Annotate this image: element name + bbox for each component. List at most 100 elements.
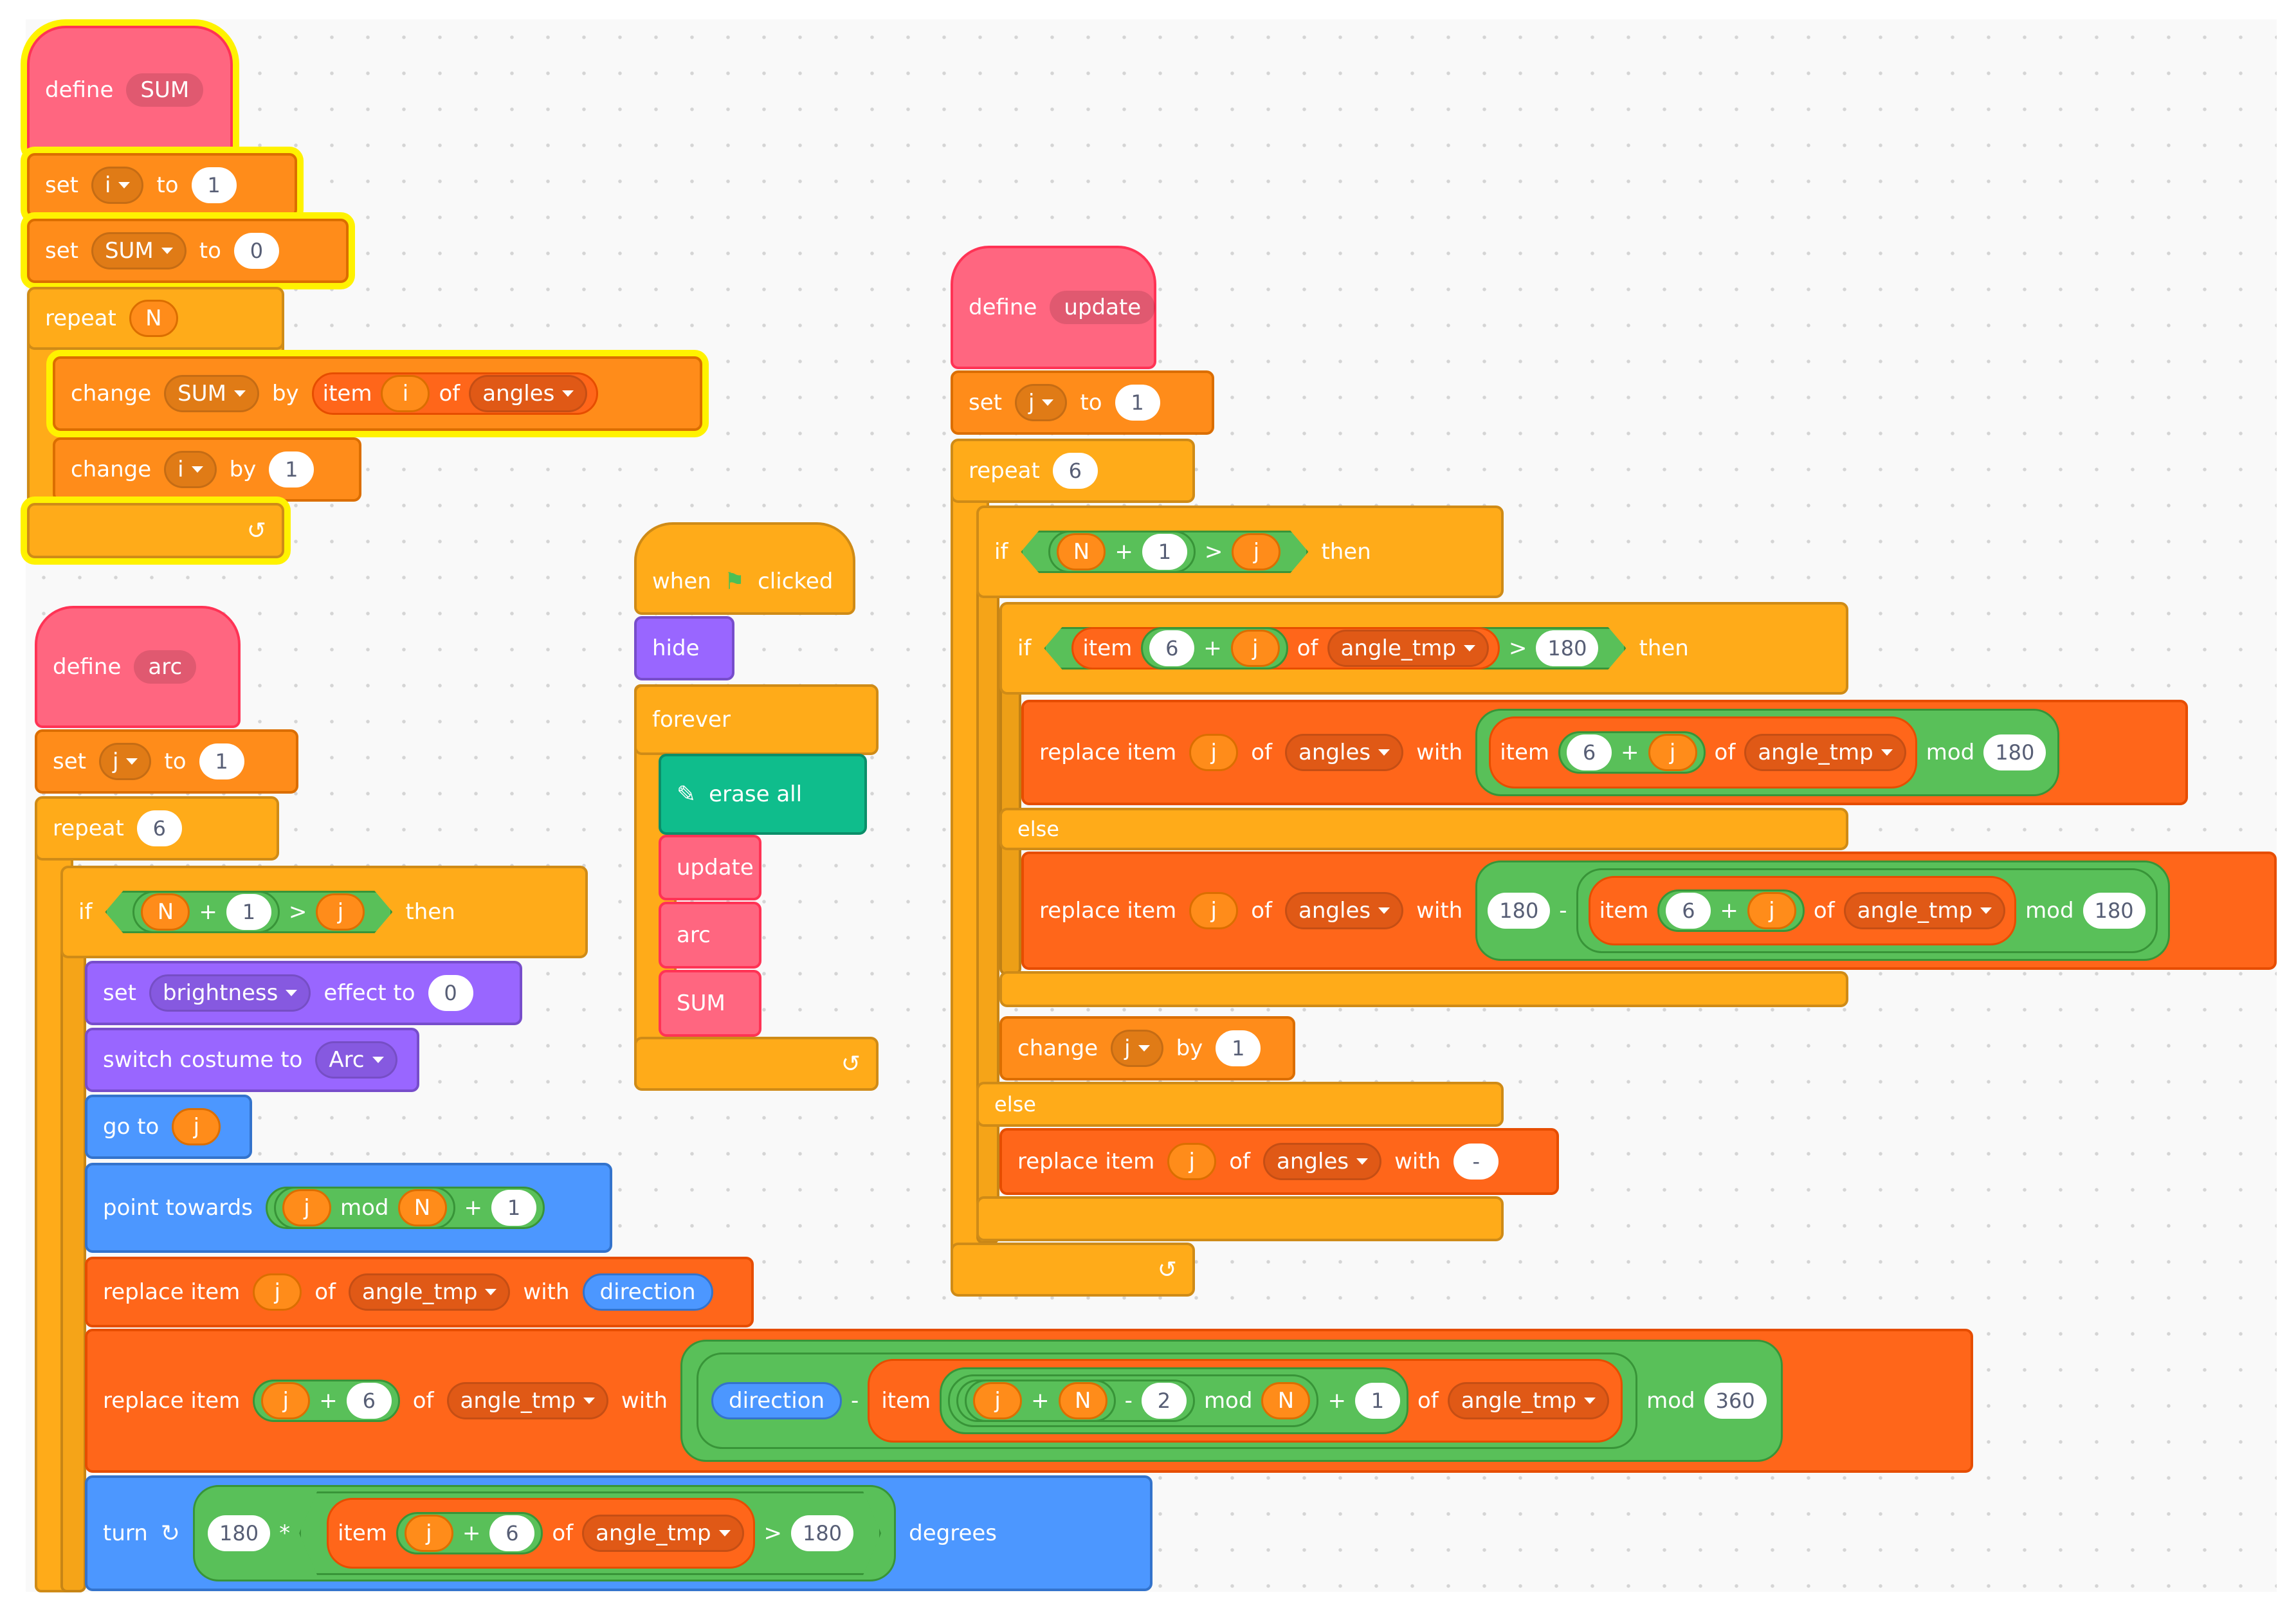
add-operator[interactable]: j + N - 2 mod N + 1 — [940, 1367, 1408, 1434]
number-input-1[interactable]: 1 — [1142, 534, 1187, 570]
item-of-angle-tmp-reporter[interactable]: item j + N - 2 mod N — [868, 1359, 1623, 1443]
forever-block[interactable]: forever — [634, 684, 879, 755]
item-of-angle-tmp-reporter[interactable]: item 6 + j of angle_tmp — [1489, 716, 1917, 788]
number-input-1[interactable]: 1 — [199, 743, 244, 779]
reporter-n[interactable]: N — [1261, 1382, 1311, 1419]
number-input-1[interactable]: 1 — [269, 451, 314, 488]
subtract-operator[interactable]: direction - item j + N - 2 — [697, 1353, 1638, 1449]
number-input-180[interactable]: 180 — [2082, 893, 2146, 929]
item-of-angle-tmp-reporter[interactable]: item j + 6 of angle_tmp — [327, 1498, 754, 1569]
list-dropdown-angle-tmp[interactable]: angle_tmp — [446, 1382, 608, 1419]
number-input-6[interactable]: 6 — [489, 1515, 534, 1551]
number-input-6[interactable]: 6 — [1567, 734, 1612, 770]
number-input-1[interactable]: 1 — [191, 167, 237, 203]
list-dropdown-angle-tmp[interactable]: angle_tmp — [1447, 1382, 1610, 1419]
list-dropdown-angles[interactable]: angles — [1263, 1143, 1382, 1180]
number-input-180[interactable]: 180 — [1488, 893, 1551, 929]
when-flag-clicked-block[interactable]: when ⚑ clicked — [634, 522, 855, 615]
number-input-1[interactable]: 1 — [1216, 1030, 1261, 1066]
if-block[interactable]: if N + 1 > j then — [60, 866, 588, 958]
turn-block[interactable]: turn ↻ 180 * item j + 6 of angle_tmp > 1… — [85, 1475, 1153, 1591]
replace-item-empty-block[interactable]: replace item j of angles with - — [999, 1128, 1559, 1195]
replace-item-complex-block[interactable]: replace item j + 6 of angle_tmp with dir… — [85, 1329, 1973, 1473]
number-input-180[interactable]: 180 — [791, 1515, 853, 1551]
number-input-6[interactable]: 6 — [1052, 453, 1098, 489]
mod-operator[interactable]: direction - item j + N - 2 — [680, 1340, 1783, 1462]
replace-item-mod-block[interactable]: replace item j of angles with item 6 + j… — [1021, 700, 2188, 805]
mod-operator[interactable]: j + N - 2 mod N — [948, 1374, 1319, 1427]
replace-item-direction-block[interactable]: replace item j of angle_tmp with directi… — [85, 1257, 754, 1327]
reporter-j[interactable]: j — [172, 1108, 221, 1145]
number-input-6[interactable]: 6 — [136, 810, 182, 846]
reporter-n[interactable]: N — [1057, 533, 1106, 570]
reporter-j[interactable]: j — [1747, 892, 1796, 929]
number-input-360[interactable]: 360 — [1704, 1383, 1767, 1419]
number-input-1[interactable]: 1 — [1354, 1383, 1400, 1419]
add-operator[interactable]: N + 1 — [132, 891, 280, 933]
repeat-n-block[interactable]: repeat N — [27, 287, 284, 350]
number-input-0[interactable]: 0 — [233, 233, 279, 269]
set-effect-block[interactable]: set brightness effect to 0 — [85, 961, 522, 1025]
reporter-j[interactable]: j — [1232, 533, 1280, 570]
var-dropdown-i[interactable]: i — [164, 451, 217, 488]
multiply-operator[interactable]: 180 * item j + 6 of angle_tmp > 180 — [192, 1485, 897, 1581]
repeat-6-block[interactable]: repeat 6 — [35, 796, 279, 861]
subtract-operator[interactable]: j + N - 2 — [956, 1380, 1195, 1422]
effect-dropdown[interactable]: brightness — [149, 974, 311, 1012]
greater-than-operator[interactable]: item j + 6 of angle_tmp > 180 — [299, 1491, 881, 1575]
number-input-180[interactable]: 180 — [1536, 630, 1598, 666]
add-operator[interactable]: j + 6 — [396, 1512, 543, 1554]
list-dropdown-angles[interactable]: angles — [469, 375, 588, 412]
add-operator[interactable]: j mod N + 1 — [265, 1187, 545, 1229]
reporter-j[interactable]: j — [282, 1189, 331, 1226]
call-arc-block[interactable]: arc — [659, 902, 761, 969]
text-input-dash[interactable]: - — [1453, 1144, 1499, 1180]
add-operator[interactable]: j + N — [965, 1380, 1116, 1422]
reporter-j[interactable]: j — [405, 1515, 453, 1552]
if-item-gt-180-block[interactable]: if item 6 + j of angle_tmp > 180 then — [999, 602, 1848, 695]
direction-reporter[interactable]: direction — [711, 1382, 843, 1419]
erase-all-block[interactable]: ✎ erase all — [659, 754, 867, 835]
set-j-block[interactable]: set j to 1 — [951, 370, 1214, 435]
list-dropdown-angle-tmp[interactable]: angle_tmp — [1327, 630, 1489, 667]
reporter-n[interactable]: N — [141, 893, 190, 931]
number-input-180[interactable]: 180 — [207, 1515, 271, 1551]
number-input-6[interactable]: 6 — [346, 1383, 392, 1419]
set-j-block[interactable]: set j to 1 — [35, 729, 298, 794]
call-sum-block[interactable]: SUM — [659, 970, 761, 1037]
point-towards-block[interactable]: point towards j mod N + 1 — [85, 1163, 612, 1253]
hide-block[interactable]: hide — [634, 616, 734, 680]
reporter-j[interactable]: j — [1648, 734, 1697, 771]
mod-operator[interactable]: item 6 + j of angle_tmp mod 180 — [1475, 709, 2060, 796]
reporter-j[interactable]: j — [1167, 1143, 1217, 1180]
list-dropdown-angles[interactable]: angles — [1285, 734, 1404, 771]
var-dropdown-sum[interactable]: SUM — [91, 232, 187, 269]
number-input-6[interactable]: 6 — [1666, 893, 1711, 929]
go-to-block[interactable]: go to j — [85, 1095, 252, 1159]
call-update-block[interactable]: update — [659, 835, 761, 900]
var-dropdown-sum[interactable]: SUM — [164, 375, 259, 412]
change-sum-block[interactable]: change SUM by item i of angles — [53, 356, 702, 431]
item-of-angle-tmp-reporter[interactable]: item 6 + j of angle_tmp — [1071, 627, 1499, 670]
mod-operator[interactable]: j mod N — [273, 1187, 455, 1229]
add-operator[interactable]: 6 + j — [1657, 889, 1805, 932]
change-i-block[interactable]: change i by 1 — [53, 437, 361, 502]
list-dropdown-angles[interactable]: angles — [1285, 892, 1404, 929]
number-input-1[interactable]: 1 — [491, 1190, 536, 1226]
var-dropdown-j[interactable]: j — [98, 743, 152, 780]
number-input-6[interactable]: 6 — [1149, 630, 1194, 666]
define-sum-block[interactable]: define SUM — [27, 26, 233, 154]
set-sum-block[interactable]: set SUM to 0 — [27, 219, 349, 283]
greater-than-operator[interactable]: item 6 + j of angle_tmp > 180 — [1044, 627, 1626, 670]
var-dropdown-i[interactable]: i — [91, 167, 144, 204]
replace-item-180-minus-block[interactable]: replace item j of angles with 180 - item… — [1021, 852, 2277, 970]
reporter-j[interactable]: j — [973, 1382, 1023, 1419]
number-input-2[interactable]: 2 — [1141, 1383, 1187, 1419]
number-input-1[interactable]: 1 — [1115, 385, 1160, 421]
switch-costume-block[interactable]: switch costume to Arc — [85, 1028, 419, 1092]
reporter-j[interactable]: j — [1231, 630, 1280, 667]
reporter-j[interactable]: j — [261, 1382, 311, 1419]
reporter-j[interactable]: j — [1189, 734, 1239, 771]
reporter-n[interactable]: N — [1058, 1382, 1107, 1419]
define-arc-block[interactable]: define arc — [35, 606, 241, 728]
